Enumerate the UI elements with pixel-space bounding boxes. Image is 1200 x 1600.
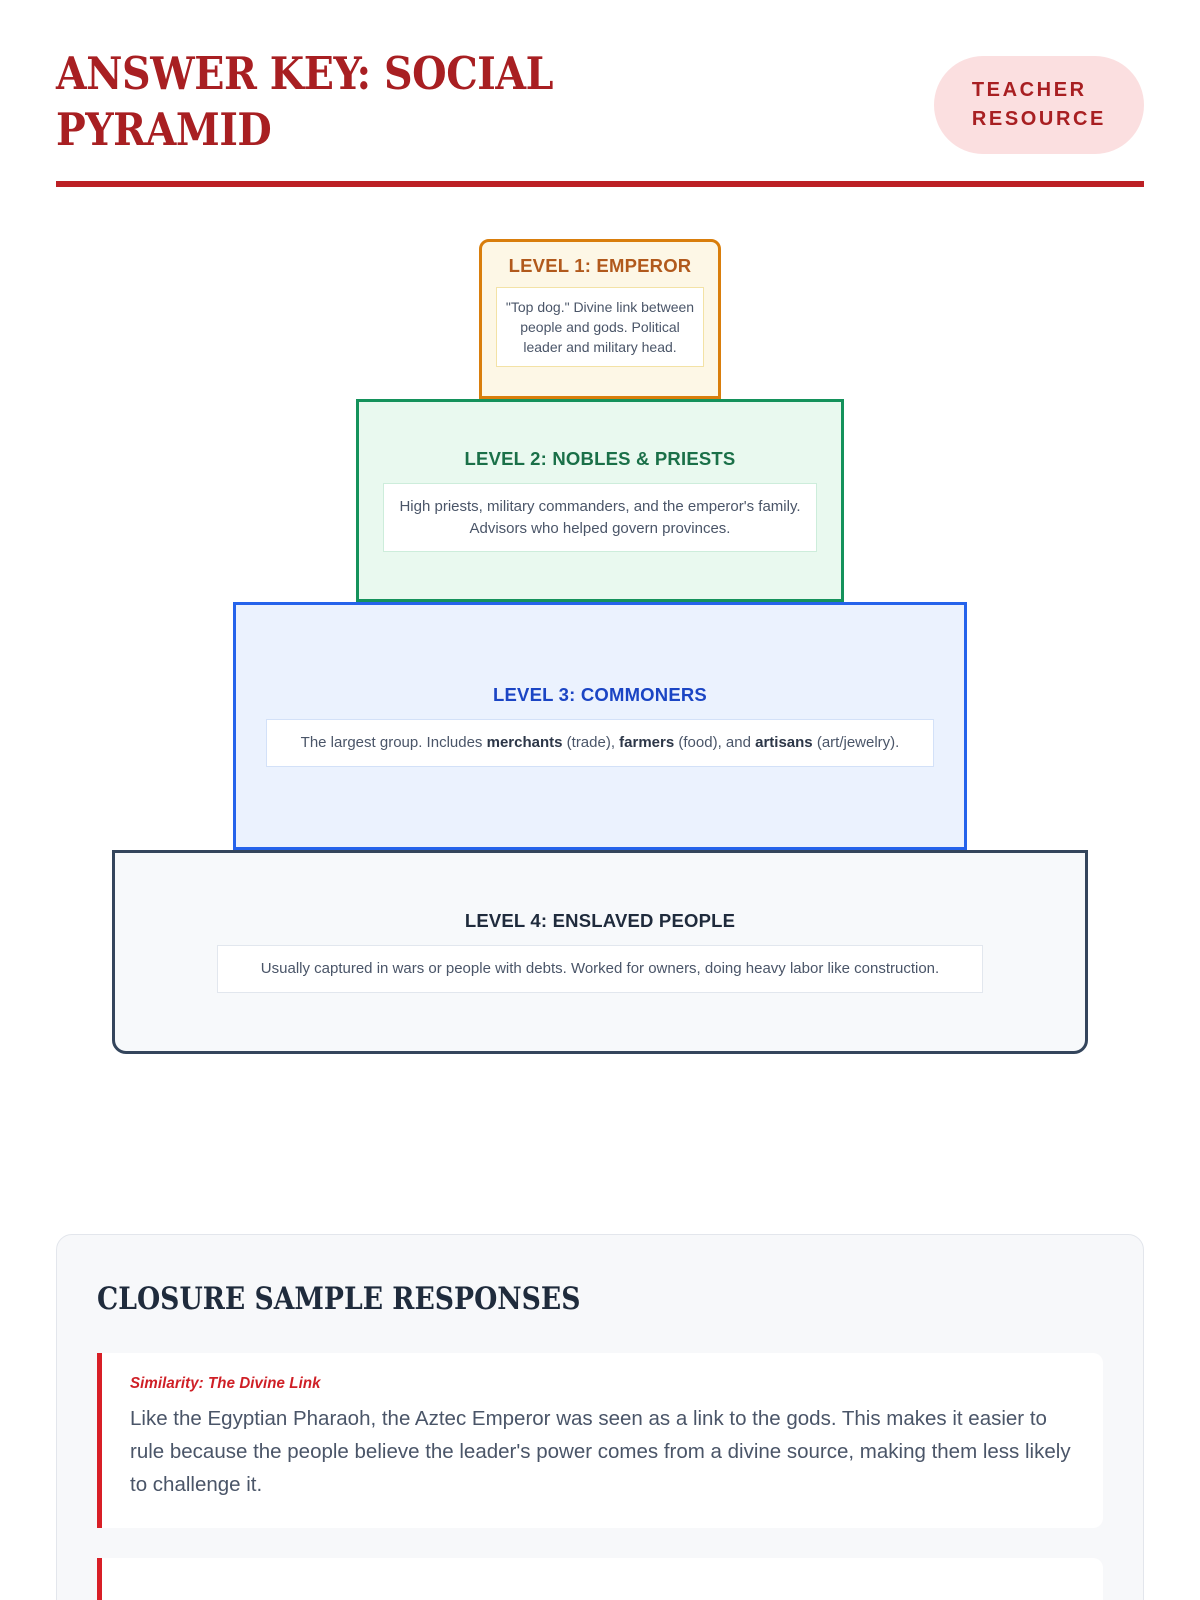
pyramid-level-4-title: LEVEL 4: ENSLAVED PEOPLE [464, 910, 736, 932]
social-pyramid-diagram: LEVEL 1: EMPEROR "Top dog." Divine link … [56, 238, 1144, 1054]
page-header: Answer Key: Social Pyramid Teacher Resou… [56, 0, 1144, 159]
pyramid-level-2-title: LEVEL 2: NOBLES & PRIESTS [464, 448, 736, 470]
title-block: Answer Key: Social Pyramid [56, 46, 696, 159]
response-label: Similarity: The Divine Link [130, 1375, 321, 1392]
teacher-resource-badge: Teacher Resource [933, 56, 1144, 154]
pyramid-level-4-description: Usually captured in wars or people with … [217, 945, 983, 993]
page-title: Answer Key: Social Pyramid [56, 47, 554, 157]
response-text: Like the Egyptian Pharaoh, the Aztec Emp… [130, 1407, 1071, 1497]
header-divider [56, 180, 1144, 187]
response-card[interactable]: Similarity: The Divine Link Like the Egy… [97, 1353, 1103, 1528]
pyramid-level-2[interactable]: LEVEL 2: NOBLES & PRIESTS High priests, … [356, 398, 844, 602]
pyramid-level-1[interactable]: LEVEL 1: EMPEROR "Top dog." Divine link … [479, 238, 721, 399]
closure-sample-responses-panel: Closure Sample Responses Similarity: The… [56, 1234, 1144, 1600]
pyramid-level-2-description: High priests, military commanders, and t… [383, 483, 817, 552]
response-card[interactable] [97, 1557, 1103, 1600]
pyramid-level-1-title: LEVEL 1: EMPEROR [508, 254, 692, 276]
pyramid-level-3[interactable]: LEVEL 3: COMMONERS The largest group. In… [233, 601, 967, 850]
closure-heading: Closure Sample Responses [97, 1281, 581, 1317]
pyramid-level-3-description: The largest group. Includes merchants (t… [266, 719, 934, 767]
pyramid-level-4[interactable]: LEVEL 4: ENSLAVED PEOPLE Usually capture… [112, 849, 1088, 1054]
pyramid-level-3-title: LEVEL 3: COMMONERS [493, 684, 707, 706]
pyramid-level-1-description: "Top dog." Divine link between people an… [496, 286, 704, 368]
